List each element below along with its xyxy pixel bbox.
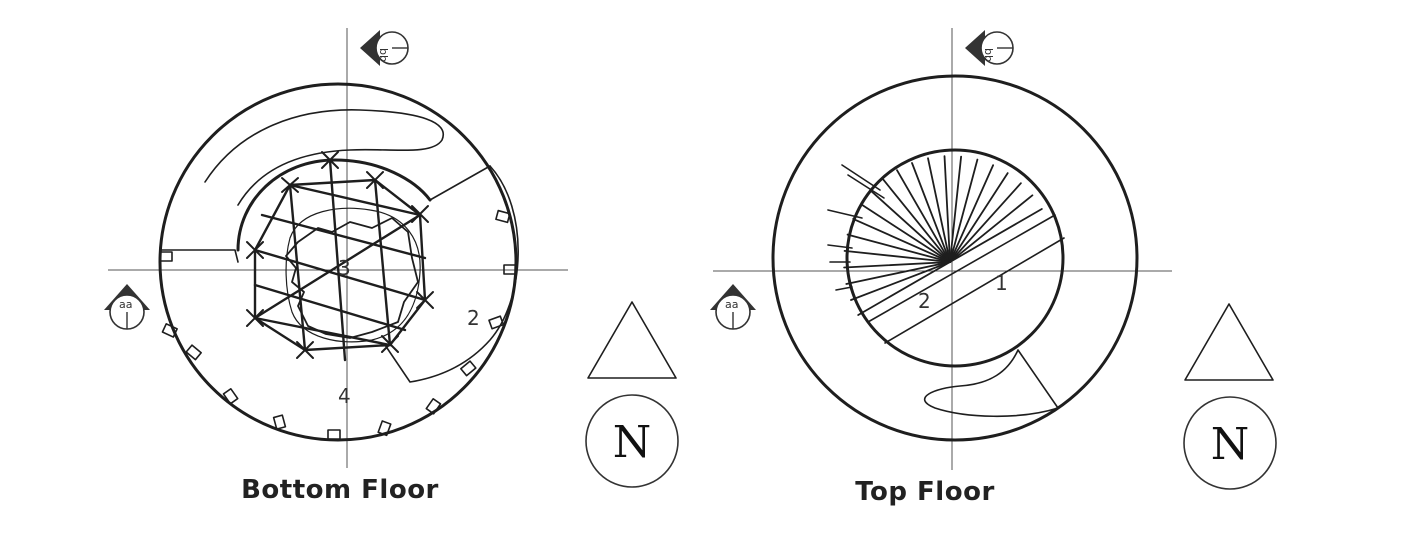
top-section-marker-bb-label: bb — [982, 48, 995, 62]
bottom-inner-wall — [236, 158, 432, 252]
stair-tread — [850, 261, 951, 301]
bottom-room-2: 2 — [467, 306, 480, 330]
top-floor-plan: 1 2 bb aa N Top Floor — [710, 28, 1277, 507]
stair-tread — [846, 233, 951, 263]
bottom-outer-wall — [158, 82, 518, 442]
top-north-circle — [1183, 396, 1277, 490]
top-room-1: 1 — [995, 271, 1008, 295]
stair-tread — [860, 203, 951, 263]
bottom-left-wall — [161, 249, 239, 263]
bottom-perimeter-columns — [159, 209, 517, 440]
stair-tread — [949, 182, 1022, 263]
stair-tread — [896, 169, 951, 263]
bottom-central-void — [285, 217, 419, 339]
top-stair-rails — [827, 164, 885, 291]
top-stair-treads — [843, 155, 1043, 316]
top-room-2: 2 — [918, 289, 931, 313]
stair-tread — [843, 249, 951, 263]
stair-tread — [870, 190, 951, 263]
bottom-balcony-shape — [204, 109, 445, 206]
top-landing-band — [867, 214, 1065, 344]
stair-tread — [949, 158, 979, 263]
bottom-north-arrow: N — [585, 301, 679, 488]
stair-tread — [857, 261, 951, 316]
stair-tread — [852, 217, 951, 263]
stair-tread — [943, 155, 951, 263]
top-stair-well — [845, 148, 1065, 368]
bottom-room-3: 3 — [338, 256, 351, 280]
top-section-marker-aa-label: aa — [725, 298, 738, 311]
stair-tread — [949, 155, 962, 263]
bottom-room-4: 4 — [338, 384, 351, 408]
bottom-section-marker-aa-label: aa — [119, 298, 132, 311]
bottom-ramp-outline — [384, 165, 519, 383]
stair-tread — [882, 178, 951, 263]
bottom-ramp-edge — [429, 165, 491, 201]
top-outer-wall — [771, 74, 1139, 442]
bottom-section-marker-bb: bb — [360, 30, 409, 66]
bottom-central-void-outer — [285, 207, 421, 343]
bottom-floor-plan: 3 2 4 bb aa N Bottom Floor — [104, 28, 679, 505]
top-lower-ramp — [924, 349, 1059, 418]
top-section-marker-bb: bb — [965, 30, 1014, 66]
stair-tread — [949, 194, 1034, 263]
top-north-letter: N — [1211, 419, 1250, 470]
bottom-section-marker-aa: aa — [104, 284, 150, 330]
bottom-section-marker-bb-label: bb — [377, 48, 390, 62]
top-north-arrow: N — [1183, 303, 1277, 490]
stair-tread — [843, 261, 951, 269]
stair-tread — [949, 164, 994, 263]
stair-tread — [927, 157, 951, 263]
bottom-floor-title: Bottom Floor — [241, 475, 439, 505]
bottom-north-circle — [585, 394, 679, 488]
bottom-north-letter: N — [613, 417, 652, 468]
top-section-marker-aa: aa — [710, 284, 756, 330]
top-floor-title: Top Floor — [855, 477, 995, 507]
stair-tread — [845, 261, 951, 285]
stair-tread — [949, 208, 1043, 263]
stair-tread — [949, 172, 1009, 263]
bottom-lattice-nodes — [246, 151, 434, 359]
stair-tread — [911, 162, 951, 263]
